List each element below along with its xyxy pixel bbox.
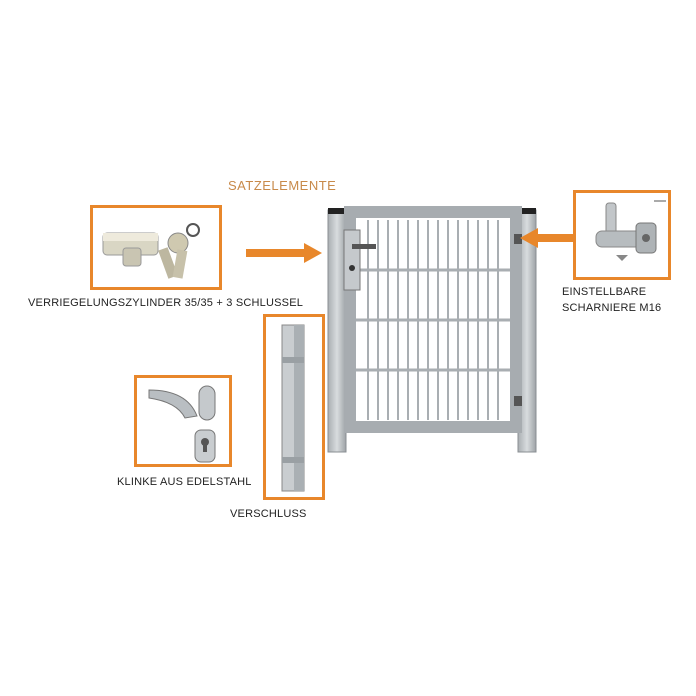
arrow-left-icon: [520, 228, 576, 248]
arrow-right-icon: [246, 243, 322, 263]
handle-label: KLINKE AUS EDELSTAHL: [117, 476, 252, 488]
gate-illustration: [327, 206, 537, 453]
hinge-image-frame: [573, 190, 671, 280]
latch-bar-icon: [281, 324, 305, 492]
latch-image-frame: [263, 314, 325, 500]
lock-cylinder-icon: [102, 223, 200, 279]
latch-label: VERSCHLUSS: [230, 508, 307, 520]
hinge-icon: [595, 200, 666, 261]
cylinder-image-frame: [90, 205, 222, 290]
handle-image-frame: [134, 375, 232, 467]
hinge-label-line1: EINSTELLBARE: [562, 286, 647, 298]
cylinder-label: VERRIEGELUNGSZYLINDER 35/35 + 3 SCHLUSSE…: [28, 297, 304, 309]
hinge-label-line2: SCHARNIERE M16: [562, 302, 662, 314]
section-title: SATZELEMENTE: [228, 178, 337, 193]
door-handle-icon: [148, 385, 216, 463]
